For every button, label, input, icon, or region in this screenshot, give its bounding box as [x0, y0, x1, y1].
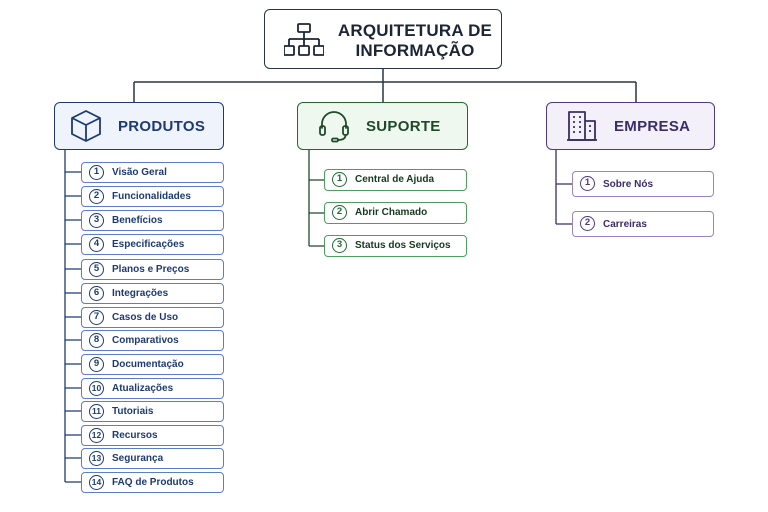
list-item[interactable]: 2 Funcionalidades [81, 186, 224, 207]
item-label: Casos de Uso [112, 312, 179, 323]
headset-icon [319, 111, 349, 143]
category-label-produtos: PRODUTOS [118, 118, 206, 135]
item-label: Sobre Nós [603, 179, 654, 190]
item-label: Documentação [112, 359, 184, 370]
category-label-empresa: EMPRESA [614, 118, 691, 135]
item-number: 2 [580, 216, 595, 231]
list-item[interactable]: 2 Carreiras [572, 211, 714, 237]
item-number: 5 [89, 262, 104, 277]
item-number: 3 [332, 238, 347, 253]
root-title: ARQUITETURA DE INFORMAÇÃO [337, 21, 493, 60]
item-label: Atualizações [112, 383, 174, 394]
category-produtos: PRODUTOS [54, 102, 224, 150]
item-label: Segurança [112, 453, 164, 464]
list-item[interactable]: 6 Integrações [81, 283, 224, 304]
item-number: 8 [89, 333, 104, 348]
list-item[interactable]: 7 Casos de Uso [81, 307, 224, 328]
building-icon [567, 111, 597, 141]
list-item[interactable]: 10 Atualizações [81, 378, 224, 399]
item-label: Abrir Chamado [355, 207, 428, 218]
item-label: Visão Geral [112, 167, 167, 178]
item-number: 10 [89, 381, 104, 396]
list-item[interactable]: 1 Central de Ajuda [324, 169, 467, 191]
item-label: Central de Ajuda [355, 174, 435, 185]
list-item[interactable]: 3 Benefícios [81, 210, 224, 231]
list-item[interactable]: 9 Documentação [81, 354, 224, 375]
item-label: Carreiras [603, 219, 647, 230]
list-item[interactable]: 11 Tutoriais [81, 401, 224, 422]
list-item[interactable]: 5 Planos e Preços [81, 259, 224, 280]
list-item[interactable]: 1 Sobre Nós [572, 171, 714, 197]
list-item[interactable]: 14 FAQ de Produtos [81, 472, 224, 493]
item-number: 1 [89, 165, 104, 180]
item-number: 3 [89, 213, 104, 228]
item-label: Comparativos [112, 335, 179, 346]
item-number: 13 [89, 451, 104, 466]
item-number: 11 [89, 404, 104, 419]
item-number: 12 [89, 428, 104, 443]
item-number: 4 [89, 237, 104, 252]
item-number: 1 [580, 176, 595, 191]
category-label-suporte: SUPORTE [366, 118, 441, 135]
list-item[interactable]: 3 Status dos Serviços [324, 235, 467, 257]
item-label: Status dos Serviços [355, 240, 451, 251]
list-item[interactable]: 8 Comparativos [81, 330, 224, 351]
item-label: Recursos [112, 430, 158, 441]
category-empresa: EMPRESA [546, 102, 715, 150]
root-node: ARQUITETURA DE INFORMAÇÃO [264, 9, 502, 69]
item-label: Tutoriais [112, 406, 154, 417]
sitemap-icon [284, 23, 324, 56]
category-suporte: SUPORTE [297, 102, 468, 150]
item-number: 2 [89, 189, 104, 204]
item-number: 6 [89, 286, 104, 301]
item-number: 7 [89, 310, 104, 325]
item-label: Integrações [112, 288, 169, 299]
item-number: 2 [332, 205, 347, 220]
item-label: Benefícios [112, 215, 163, 226]
list-item[interactable]: 2 Abrir Chamado [324, 202, 467, 224]
item-label: Planos e Preços [112, 264, 190, 275]
cube-icon [71, 110, 101, 142]
item-label: Funcionalidades [112, 191, 191, 202]
item-number: 1 [332, 172, 347, 187]
item-number: 9 [89, 357, 104, 372]
list-item[interactable]: 1 Visão Geral [81, 162, 224, 183]
item-label: Especificações [112, 239, 185, 250]
list-item[interactable]: 13 Segurança [81, 448, 224, 469]
item-number: 14 [89, 475, 104, 490]
list-item[interactable]: 12 Recursos [81, 425, 224, 446]
list-item[interactable]: 4 Especificações [81, 234, 224, 255]
item-label: FAQ de Produtos [112, 477, 194, 488]
